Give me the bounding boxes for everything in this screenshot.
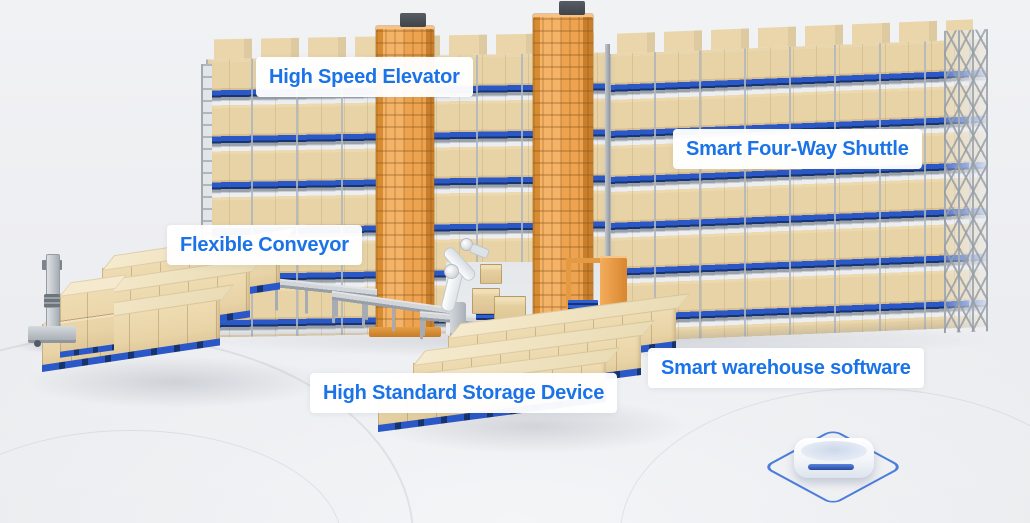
robot-arm-joint [444,264,459,279]
white-device-puck [794,438,874,478]
label-high-speed-elevator: High Speed Elevator [256,57,473,97]
pallet-truck-roller [44,294,60,308]
rack-end-truss-right [944,29,988,333]
robot-arm-gripper [468,242,491,260]
puck-top-face [801,441,867,461]
pallet-truck-mast [46,254,60,328]
label-smart-warehouse-software: Smart warehouse software [648,348,924,388]
carton-box [480,264,502,284]
pallet-truck [22,250,86,350]
software-platform-icon [758,420,908,515]
label-high-standard-storage-device: High Standard Storage Device [310,373,618,413]
blue-pallet-flat [476,310,510,320]
pallet-truck-wheel [34,340,41,347]
label-smart-four-way-shuttle: Smart Four-Way Shuttle [673,129,922,169]
rack-end-frame-left [201,64,212,334]
puck-blue-slot [808,464,854,470]
rack-corner-post [605,44,610,344]
pallet-truck-base [28,326,76,343]
label-flexible-conveyor: Flexible Conveyor [167,225,362,265]
